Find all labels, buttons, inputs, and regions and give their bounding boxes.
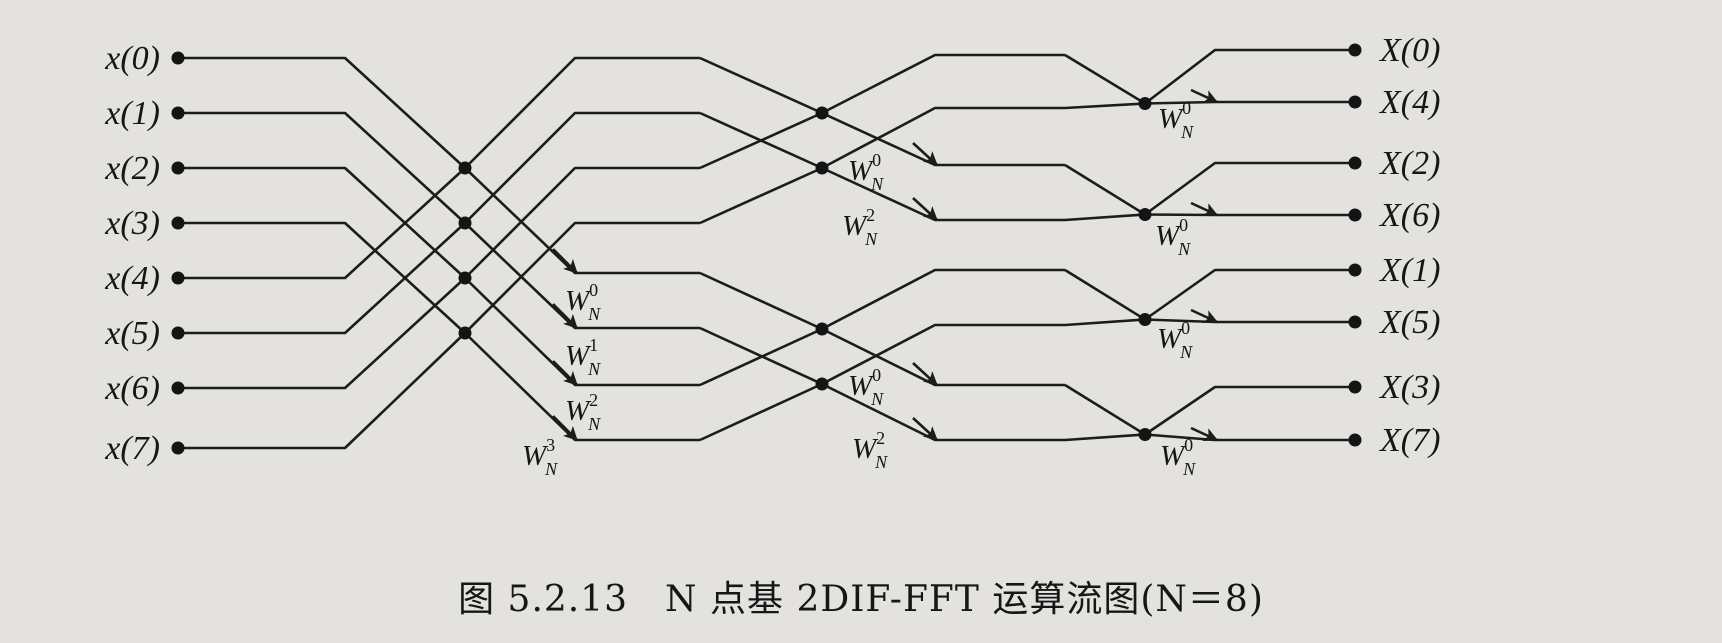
stage3-up-1	[1064, 48, 1355, 110]
signal-labels: x(0) x(1) x(2) x(3) x(4) x(5) x(6) x(7) X(0) X(4)…	[104, 32, 1440, 467]
stage2-arrow-7	[912, 417, 938, 441]
input-node-4	[171, 271, 185, 285]
input-node-1	[171, 106, 185, 120]
stage3-arrow-7	[1190, 426, 1219, 442]
stage1-node-3	[458, 326, 472, 340]
output-label-6: X(3)	[1378, 369, 1440, 406]
stage1-node-2	[458, 271, 472, 285]
output-node-1	[1348, 95, 1362, 109]
stage2-up-6	[699, 268, 1065, 387]
output-node-2	[1348, 156, 1362, 170]
input-label-4: x(4)	[104, 260, 160, 297]
stage3-down-4	[1064, 268, 1355, 324]
input-label-7: x(7)	[104, 430, 160, 467]
flow-lines	[178, 48, 1355, 450]
stage3-node-0	[1138, 97, 1152, 110]
output-label-4: X(1)	[1378, 252, 1440, 289]
input-node-0	[171, 51, 185, 65]
input-node-6	[171, 381, 185, 395]
stage1-node-0	[458, 161, 472, 175]
input-label-2: x(2)	[104, 150, 160, 187]
stage3-up-7	[1064, 385, 1355, 442]
stage2-up-3	[699, 106, 1065, 225]
stage3-node-2	[1138, 313, 1152, 326]
stage2-down-4	[699, 271, 1065, 387]
butterfly-diagram: x(0) x(1) x(2) x(3) x(4) x(5) x(6) x(7) X(0) X(4)…	[104, 32, 1440, 479]
input-label-0: x(0)	[104, 40, 160, 77]
stage2-node-0	[815, 106, 829, 120]
stage3-down-0	[1064, 53, 1355, 105]
input-label-1: x(1)	[104, 95, 160, 132]
stage3-node-1	[1138, 208, 1152, 221]
output-label-2: X(2)	[1378, 145, 1440, 182]
input-node-5	[171, 326, 185, 340]
butterfly-nodes	[171, 43, 1362, 455]
output-label-7: X(7)	[1378, 422, 1440, 459]
input-node-7	[171, 441, 185, 455]
stage2-up-7	[699, 323, 1065, 442]
stage1-arrow-7	[552, 415, 578, 441]
output-label-3: X(6)	[1378, 197, 1440, 234]
input-label-5: x(5)	[104, 315, 160, 352]
output-node-3	[1348, 208, 1362, 222]
stage3-node-3	[1138, 428, 1152, 441]
stage1-arrow-5	[552, 303, 578, 329]
output-label-5: X(5)	[1378, 304, 1440, 341]
stage2-up-2	[699, 53, 1065, 170]
stage1-bottom-to-top-7	[178, 221, 700, 450]
stage3-arrow-5	[1190, 308, 1219, 324]
stage2-arrow-6	[912, 362, 938, 386]
figure-caption: 图 5.2.13 N 点基 2DIF-FFT 运算流图(N＝8)	[458, 579, 1264, 620]
stage2-down-1	[699, 111, 1065, 222]
stage2-arrow-3	[912, 197, 938, 221]
input-node-3	[171, 216, 185, 230]
stage1-arrow-4	[552, 248, 578, 274]
stage3-arrow-3	[1190, 201, 1219, 217]
stage3-arrow-1	[1190, 88, 1219, 104]
stage3-up-3	[1064, 161, 1355, 222]
stage1-arrow-6	[552, 360, 578, 386]
input-node-2	[171, 161, 185, 175]
stage2-node-1	[815, 161, 829, 175]
stage2-down-0	[699, 56, 1065, 167]
output-node-5	[1348, 315, 1362, 329]
stage3-down-6	[1064, 383, 1355, 442]
stage2-node-3	[815, 377, 829, 391]
stage2-arrow-2	[912, 142, 938, 166]
stage2-down-5	[699, 326, 1065, 442]
input-label-6: x(6)	[104, 370, 160, 407]
output-label-1: X(4)	[1378, 84, 1440, 121]
output-node-6	[1348, 380, 1362, 394]
input-label-3: x(3)	[104, 205, 160, 242]
output-node-4	[1348, 263, 1362, 277]
stage3-down-2	[1064, 163, 1355, 217]
output-node-0	[1348, 43, 1362, 57]
output-label-0: X(0)	[1378, 32, 1440, 69]
stage2-node-2	[815, 322, 829, 336]
stage1-top-to-bottom-0	[178, 56, 700, 275]
stage3-up-5	[1064, 268, 1355, 327]
output-node-7	[1348, 433, 1362, 447]
stage1-node-1	[458, 216, 472, 230]
